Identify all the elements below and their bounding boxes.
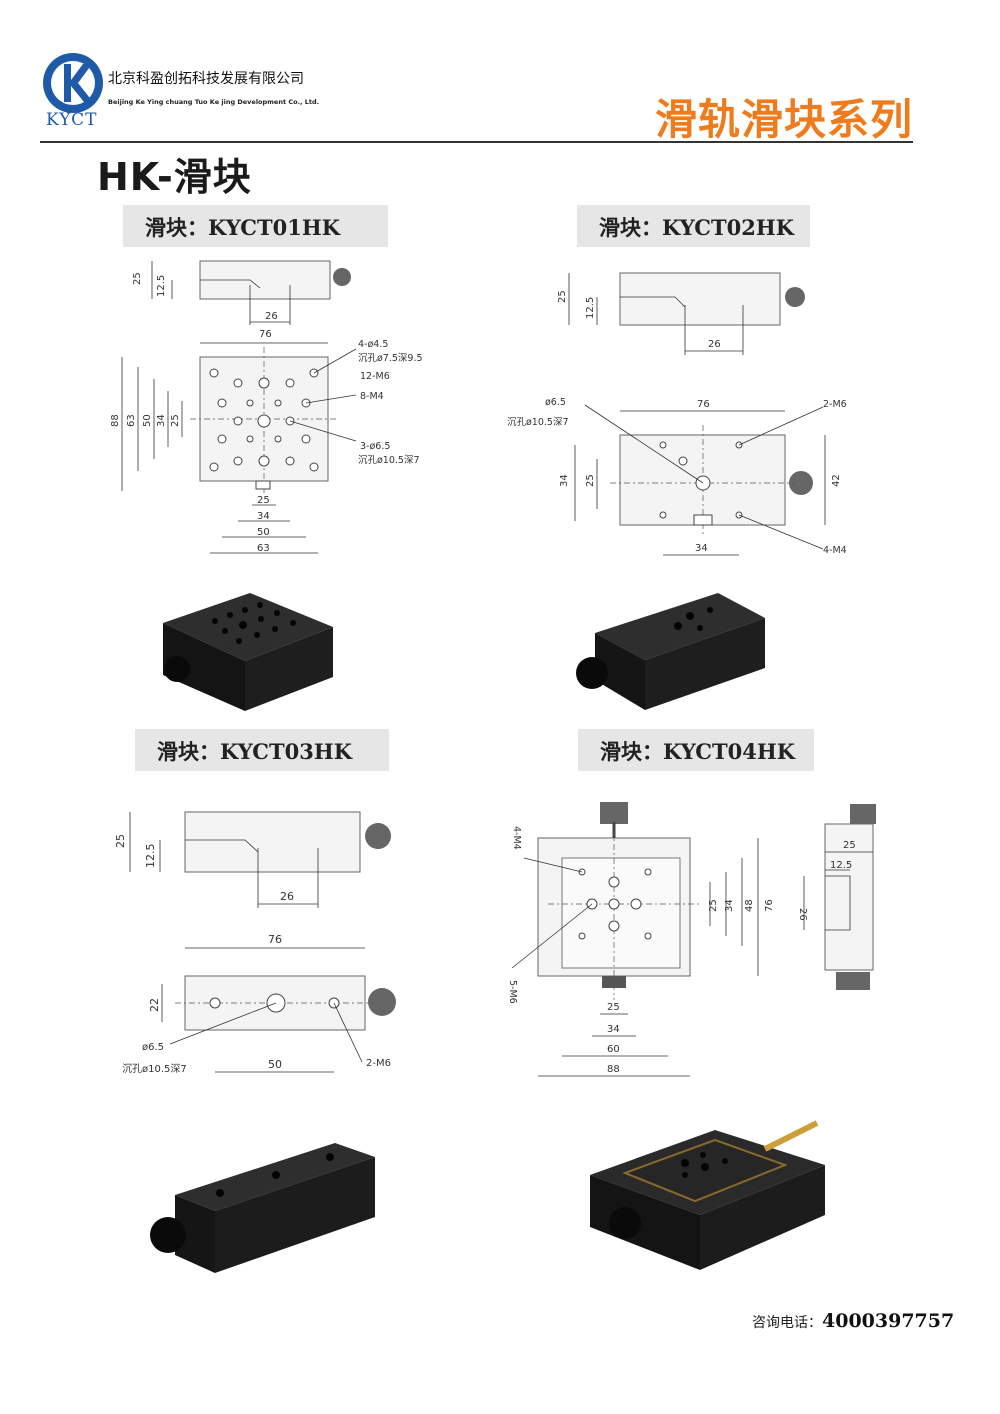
svg-text:88: 88 bbox=[110, 414, 121, 427]
svg-text:76: 76 bbox=[697, 399, 710, 410]
svg-text:34: 34 bbox=[257, 511, 270, 522]
svg-text:4-ø4.5: 4-ø4.5 bbox=[358, 339, 388, 350]
svg-text:25: 25 bbox=[170, 414, 181, 427]
svg-text:25: 25 bbox=[708, 899, 719, 912]
svg-text:沉孔ø10.5深7: 沉孔ø10.5深7 bbox=[358, 455, 420, 466]
svg-text:22: 22 bbox=[148, 998, 161, 1012]
svg-text:76: 76 bbox=[764, 899, 775, 912]
svg-text:ø6.5: ø6.5 bbox=[142, 1042, 164, 1053]
svg-text:25: 25 bbox=[607, 1002, 620, 1013]
kyct03hk-photo bbox=[150, 1143, 375, 1273]
kyct03hk-drawing: 25 12.5 26 76 22 50 ø6.5 沉孔ø10.5深7 2-M6 bbox=[114, 811, 396, 1075]
svg-text:76: 76 bbox=[259, 329, 272, 340]
svg-text:25: 25 bbox=[114, 834, 127, 848]
mounting-holes bbox=[209, 368, 319, 472]
product-label-kyct03hk: 滑块：KYCT03HK bbox=[135, 729, 389, 771]
svg-text:34: 34 bbox=[156, 414, 167, 427]
svg-text:沉孔ø10.5深7: 沉孔ø10.5深7 bbox=[122, 1062, 187, 1075]
svg-text:50: 50 bbox=[268, 1058, 282, 1071]
svg-text:48: 48 bbox=[744, 899, 755, 912]
product-label-kyct04hk: 滑块：KYCT04HK bbox=[578, 729, 814, 771]
top-view: 25 34 48 76 25 34 60 88 4-M4 5-M6 bbox=[507, 802, 775, 1077]
svg-text:25: 25 bbox=[132, 272, 143, 285]
kyct02hk-drawing: 25 12.5 26 76 34 25 42 34 ø6.5 沉孔ø10.5深7… bbox=[507, 272, 847, 556]
kyct-logo bbox=[43, 53, 103, 113]
svg-text:63: 63 bbox=[126, 414, 137, 427]
kyct04hk-photo bbox=[590, 1120, 825, 1270]
kyct02hk-photo bbox=[576, 593, 765, 710]
header-divider bbox=[40, 141, 913, 143]
svg-text:26: 26 bbox=[708, 339, 721, 350]
svg-text:34: 34 bbox=[559, 474, 570, 487]
svg-text:12.5: 12.5 bbox=[830, 860, 852, 871]
kyct01hk-photo bbox=[163, 593, 333, 711]
kyct04hk-drawing: 25 34 48 76 25 34 60 88 4-M4 5-M6 25 12.… bbox=[507, 802, 876, 1077]
svg-text:沉孔ø10.5深7: 沉孔ø10.5深7 bbox=[507, 417, 569, 428]
product-label-kyct02hk: 滑块：KYCT02HK bbox=[577, 205, 810, 247]
kyct01hk-drawing: 25 12.5 26 76 88 63 50 34 25 25 34 bbox=[110, 260, 423, 554]
svg-text:42: 42 bbox=[831, 474, 842, 487]
svg-text:25: 25 bbox=[585, 474, 596, 487]
page-title: HK-滑块 bbox=[97, 155, 252, 199]
svg-text:3-ø6.5: 3-ø6.5 bbox=[360, 441, 390, 452]
contact-label: 咨询电话： bbox=[752, 1315, 822, 1331]
svg-text:60: 60 bbox=[607, 1044, 620, 1055]
svg-text:12.5: 12.5 bbox=[156, 275, 167, 297]
svg-text:12.5: 12.5 bbox=[585, 297, 596, 319]
svg-text:88: 88 bbox=[607, 1064, 620, 1075]
logo-text: KYCT bbox=[46, 110, 98, 130]
svg-text:50: 50 bbox=[142, 414, 153, 427]
contact-footer: 咨询电话：4000397757 bbox=[752, 1310, 954, 1332]
svg-text:2-M6: 2-M6 bbox=[366, 1058, 391, 1069]
side-view: 25 12.5 26 bbox=[132, 260, 351, 325]
top-view: 76 22 50 ø6.5 沉孔ø10.5深7 2-M6 bbox=[122, 933, 396, 1075]
svg-text:ø6.5: ø6.5 bbox=[545, 397, 566, 408]
svg-text:50: 50 bbox=[257, 527, 270, 538]
series-title: 滑轨滑块系列 bbox=[655, 95, 914, 144]
svg-text:8-M4: 8-M4 bbox=[360, 391, 384, 402]
svg-text:26: 26 bbox=[265, 311, 278, 322]
svg-text:25: 25 bbox=[557, 290, 568, 303]
svg-text:4-M4: 4-M4 bbox=[511, 826, 522, 850]
svg-text:12.5: 12.5 bbox=[144, 844, 157, 869]
svg-text:34: 34 bbox=[695, 543, 708, 554]
svg-text:2-M6: 2-M6 bbox=[823, 399, 847, 410]
side-view: 25 12.5 26 bbox=[557, 272, 805, 355]
svg-text:63: 63 bbox=[257, 543, 270, 554]
company-name-en: Beijing Ke Ying chuang Tuo Ke jing Devel… bbox=[108, 98, 320, 106]
svg-text:26: 26 bbox=[280, 890, 294, 903]
svg-text:沉孔ø7.5深9.5: 沉孔ø7.5深9.5 bbox=[358, 353, 423, 364]
svg-text:34: 34 bbox=[724, 899, 735, 912]
contact-phone: 4000397757 bbox=[822, 1310, 955, 1332]
product-label-kyct01hk: 滑块：KYCT01HK bbox=[123, 205, 388, 247]
svg-text:12-M6: 12-M6 bbox=[360, 371, 390, 382]
side-view: 25 12.5 26 bbox=[114, 811, 391, 908]
top-view: 76 34 25 42 34 ø6.5 沉孔ø10.5深7 2-M6 4-M4 bbox=[507, 397, 847, 556]
svg-text:25: 25 bbox=[843, 840, 856, 851]
svg-text:25: 25 bbox=[257, 495, 270, 506]
svg-text:5-M6: 5-M6 bbox=[507, 980, 518, 1004]
svg-text:4-M4: 4-M4 bbox=[823, 545, 847, 556]
svg-text:34: 34 bbox=[607, 1024, 620, 1035]
side-view: 25 12.5 26 bbox=[797, 804, 876, 990]
top-view: 76 88 63 50 34 25 25 34 50 63 4-ø4.5 沉孔ø… bbox=[110, 329, 423, 554]
svg-text:26: 26 bbox=[797, 908, 808, 921]
svg-text:76: 76 bbox=[268, 933, 282, 946]
company-name-cn: 北京科盈创拓科技发展有限公司 bbox=[108, 71, 304, 87]
